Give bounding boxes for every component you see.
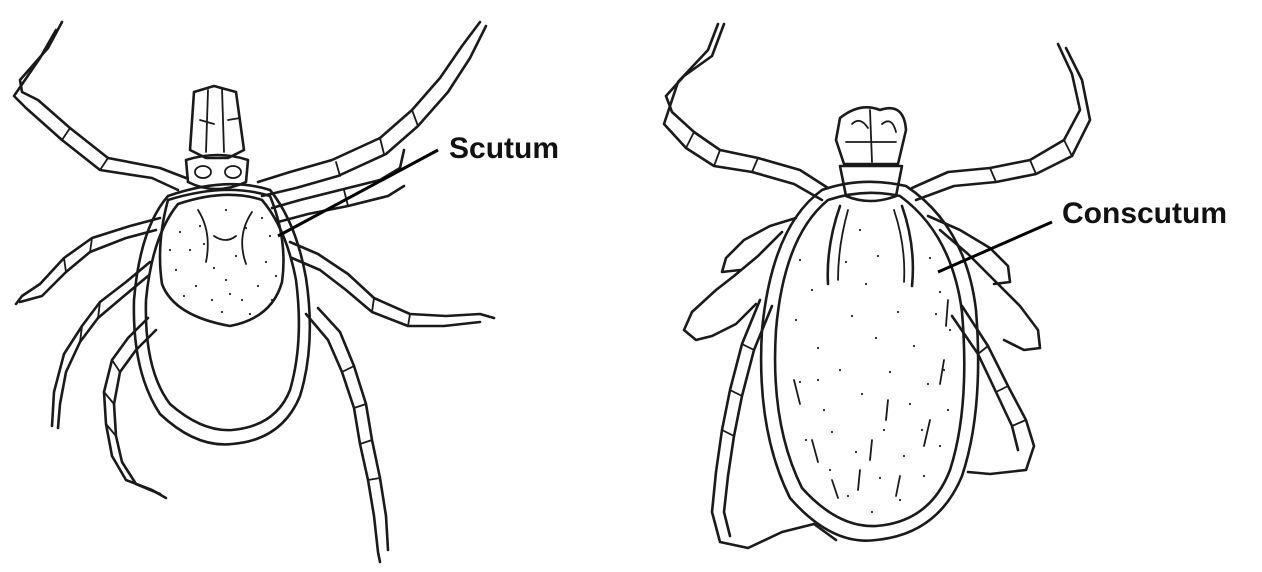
left-tick-capitulum: [186, 86, 248, 189]
left-tick-scutum: [160, 190, 284, 326]
right-tick-capitulum: [836, 107, 906, 201]
left-tick-drawing: [14, 22, 494, 562]
conscutum-label: Conscutum: [1062, 199, 1227, 229]
scutum-label: Scutum: [449, 134, 559, 164]
right-tick-legs-left: [664, 24, 836, 548]
left-tick-body: [134, 184, 310, 444]
conscutum-leader-line: [938, 222, 1052, 272]
conscutum-striations: [794, 300, 948, 498]
right-tick-drawing: [664, 24, 1090, 548]
scutum-leader-line: [278, 150, 438, 236]
scutum-stippling: [169, 209, 277, 315]
conscutum-stippling: [795, 229, 951, 513]
